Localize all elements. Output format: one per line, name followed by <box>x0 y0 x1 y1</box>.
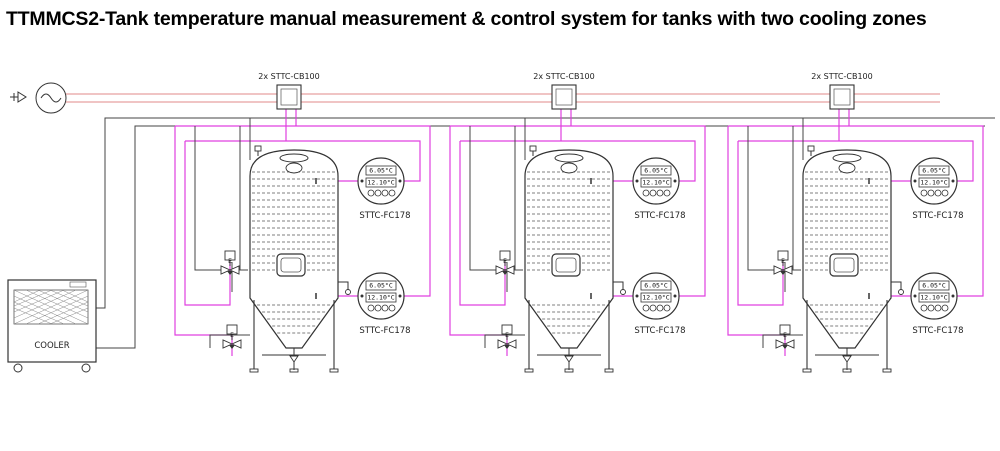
side-manway <box>551 253 581 277</box>
control-box-label: 2x STTC-CB100 <box>811 72 872 81</box>
svg-text:E: E <box>781 258 785 265</box>
controller-reading-actual: 6.05°C <box>644 167 668 175</box>
controller-label: STTC-FC178 <box>634 211 685 221</box>
tank-unit: 2x STTC-CB100EE6.05°C12.10°CSTTC-FC1786.… <box>449 72 706 373</box>
controller-reading-setpoint: 12.10°C <box>642 179 669 187</box>
side-manway <box>829 253 859 277</box>
controller-reading-setpoint: 12.10°C <box>642 294 669 302</box>
controller-label: STTC-FC178 <box>359 211 410 221</box>
title-separator: - <box>98 8 106 30</box>
power-lines <box>66 93 940 103</box>
temperature-controller: 6.05°C 12.10°C STTC-FC178 <box>357 157 411 221</box>
control-box <box>276 84 302 110</box>
controller-label: STTC-FC178 <box>912 326 963 336</box>
title-description: Tank temperature manual measurement & co… <box>105 8 927 30</box>
temperature-controller: 6.05°C 12.10°C STTC-FC178 <box>632 157 686 221</box>
svg-text:E: E <box>783 332 787 339</box>
controller-reading-actual: 6.05°C <box>922 167 946 175</box>
controller-label: STTC-FC178 <box>634 326 685 336</box>
title-model: TTMMCS2 <box>6 8 99 30</box>
temperature-controller: 6.05°C 12.10°C STTC-FC178 <box>632 272 686 336</box>
controller-label: STTC-FC178 <box>912 211 963 221</box>
controller-reading-setpoint: 12.10°C <box>920 294 947 302</box>
controller-reading-setpoint: 12.10°C <box>920 179 947 187</box>
cooler-unit: COOLER <box>7 279 97 373</box>
control-box-label: 2x STTC-CB100 <box>258 72 319 81</box>
controller-reading-actual: 6.05°C <box>922 282 946 290</box>
side-manway <box>276 253 306 277</box>
tank-unit: 2x STTC-CB100EE6.05°C12.10°CSTTC-FC1786.… <box>174 72 431 373</box>
power-source-icon <box>10 82 67 114</box>
controller-reading-setpoint: 12.10°C <box>367 179 394 187</box>
controller-reading-actual: 6.05°C <box>644 282 668 290</box>
svg-text:E: E <box>503 258 507 265</box>
tank-unit: 2x STTC-CB100EE6.05°C12.10°CSTTC-FC1786.… <box>727 72 984 373</box>
temperature-controller: 6.05°C 12.10°C STTC-FC178 <box>910 157 964 221</box>
controller-reading-setpoint: 12.10°C <box>367 294 394 302</box>
controller-reading-actual: 6.05°C <box>369 167 393 175</box>
cooler-label: COOLER <box>34 341 69 351</box>
temperature-controller: 6.05°C 12.10°C STTC-FC178 <box>910 272 964 336</box>
control-box-label: 2x STTC-CB100 <box>533 72 594 81</box>
controller-reading-actual: 6.05°C <box>369 282 393 290</box>
svg-text:E: E <box>228 258 232 265</box>
diagram-title: TTMMCS2-Tank temperature manual measurem… <box>6 8 927 31</box>
svg-text:E: E <box>505 332 509 339</box>
svg-text:E: E <box>230 332 234 339</box>
temperature-controller: 6.05°C 12.10°C STTC-FC178 <box>357 272 411 336</box>
controller-label: STTC-FC178 <box>359 326 410 336</box>
control-box <box>829 84 855 110</box>
control-box <box>551 84 577 110</box>
